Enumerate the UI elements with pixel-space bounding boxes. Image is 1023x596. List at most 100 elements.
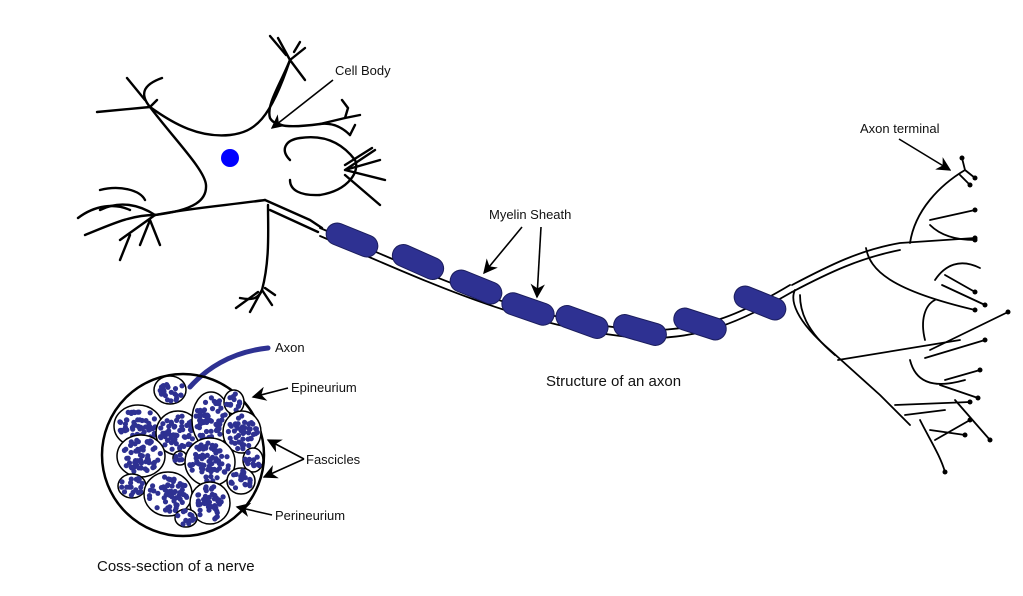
axon-dot [138,465,144,471]
axon-dot [162,499,169,505]
myelin-segment [391,243,445,281]
axon-dot [232,440,238,446]
cell-body [76,34,387,314]
axon-dot [124,484,130,490]
axon-dot [213,456,219,462]
axon-dot [123,417,130,423]
axon-terminal-label: Axon terminal [860,121,940,136]
axon-dot [151,416,157,422]
axon-dot [199,462,205,468]
axon-dot [216,497,222,503]
axon-dot [208,473,214,480]
axon-dot [168,389,174,395]
nucleus [221,149,239,167]
axon-dot [128,476,134,482]
axon-dot [166,423,172,429]
axon-dot [183,493,189,499]
axon-dot [179,419,185,425]
annotation-arrows [235,79,952,517]
axon-dot [158,425,164,431]
axon-dot [247,426,253,432]
cross-section-caption: Coss-section of a nerve [97,558,255,575]
axon-dot [147,410,153,416]
axon-dot [132,409,138,416]
axon-dot [201,407,208,413]
axon-dot [119,479,125,485]
axon-dot [130,426,136,432]
axon-dot [164,418,170,424]
axon-dot [185,441,191,448]
axon-dot [225,428,231,435]
axon-dot [154,505,160,511]
axon-dot [208,395,214,401]
axon-dot [211,496,217,502]
axon-dot [203,412,209,418]
axon-dot [137,417,143,423]
axon-dot [251,457,257,463]
axon-dot [165,483,171,489]
axon-dot [253,426,259,432]
axon-dot [242,475,248,481]
axon-dot [206,463,212,469]
axon-dot [152,445,158,451]
axon-dot [163,492,169,498]
axon-dot [233,471,239,477]
myelin-segment [733,285,787,321]
myelin-segment [613,314,667,346]
axon-dot [177,452,183,458]
axon-dot [121,489,128,495]
axon-dot [209,406,216,412]
axon-dot [238,427,245,433]
axon-dot [246,456,253,463]
axon-dot [235,415,242,421]
axon-dot [242,482,248,488]
axon-dot [171,490,177,496]
myelin-sheath [325,222,787,346]
axon-dot [174,395,180,401]
axon-dot [229,480,235,486]
axon-dot [193,455,199,461]
axon-dot [178,392,184,398]
axon-dot [150,465,156,471]
axon-dot [146,493,153,499]
axon-dot [206,499,213,505]
axon-dot [232,485,239,491]
axon-dot [254,454,260,460]
axon-dot [173,503,180,509]
axon-dot [187,462,193,468]
axon-dot [218,405,224,411]
axon-dot [142,466,148,472]
myelin-segment [673,307,727,341]
axon-dot [214,510,220,516]
axon-dot [143,418,149,424]
axon-dot [225,402,231,408]
axon-dot [240,436,246,442]
axon-dot [211,484,217,490]
axon-dot [227,421,233,428]
nerve-cross-section [100,345,271,538]
axon-dot [167,476,173,483]
axon-dot [208,456,214,462]
axon-dot [189,436,195,442]
axon-dot [167,488,173,494]
axon-dot [255,461,262,467]
axon-dot [213,421,219,427]
axon-dot [208,428,214,434]
axon-dot [202,500,208,507]
axon-dot [202,399,209,405]
axon-dot [250,431,257,437]
axon-dot [197,507,203,513]
axon-dot [239,441,245,447]
axon-dot [237,400,243,406]
axon-dot [135,423,141,429]
fascicles-label: Fascicles [306,452,361,467]
axon-dot [117,419,123,425]
axon-dot [160,383,166,389]
axon-dot [217,431,223,437]
axon-dot [203,484,209,490]
axon-dot [175,513,181,519]
axon-dot [123,463,129,469]
axon-dot [235,445,241,452]
axon-dot [128,449,134,456]
